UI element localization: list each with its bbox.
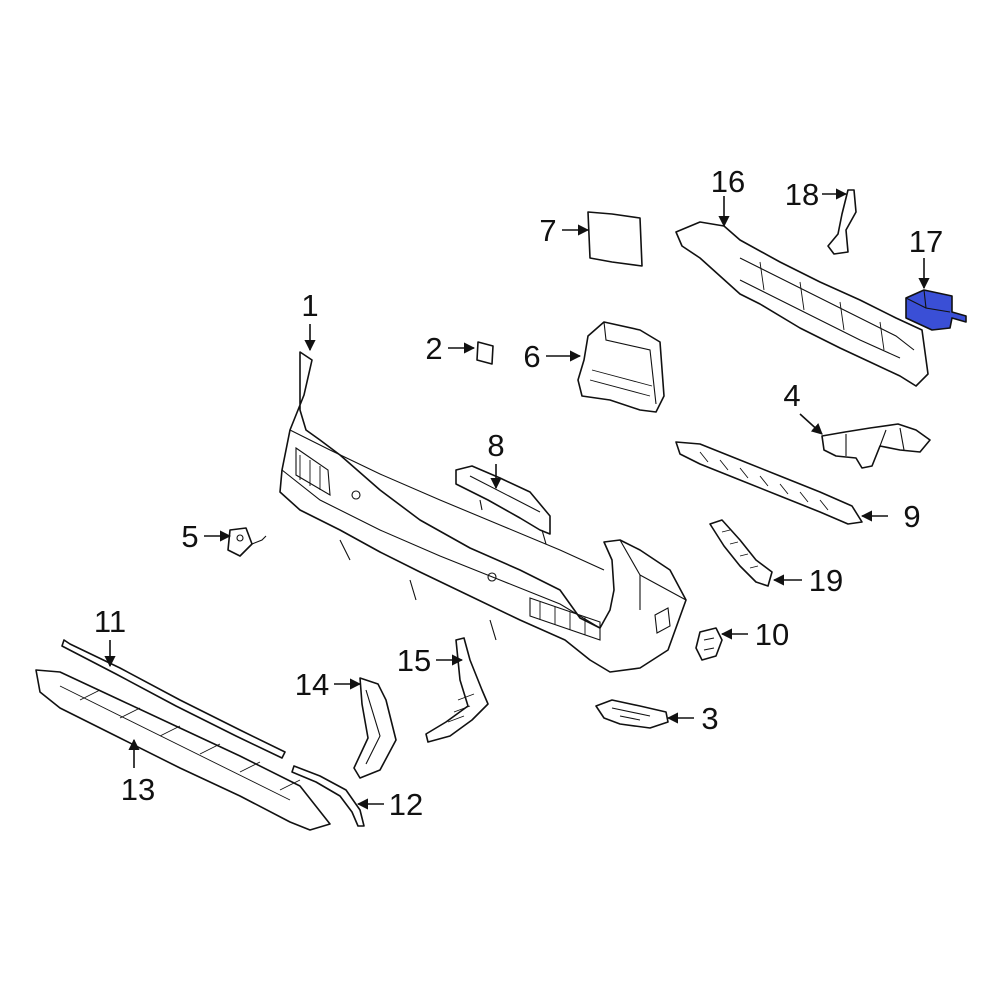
callout-1[interactable]: 1	[301, 288, 319, 352]
callout-15[interactable]: 15	[397, 643, 464, 678]
callout-label: 18	[785, 177, 819, 212]
callout-label: 15	[397, 643, 431, 678]
part-7-trim-panel[interactable]	[587, 211, 643, 267]
part-15-corner-bracket[interactable]	[425, 637, 489, 743]
part-9-mounting-rail[interactable]	[675, 441, 863, 525]
callout-3[interactable]: 3	[666, 701, 719, 736]
part-12-trim-strip[interactable]	[291, 765, 365, 827]
callout-18[interactable]: 18	[785, 177, 848, 212]
callout-label: 4	[783, 378, 800, 413]
callout-label: 1	[301, 288, 318, 323]
callout-8[interactable]: 8	[487, 428, 505, 490]
callout-10[interactable]: 10	[720, 617, 789, 652]
callout-label: 8	[487, 428, 504, 463]
part-6-reflector-housing[interactable]	[577, 321, 665, 413]
part-5-sensor[interactable]	[227, 527, 267, 557]
callout-label: 17	[909, 224, 943, 259]
callout-label: 5	[181, 519, 198, 554]
part-3-bracket[interactable]	[595, 699, 669, 729]
callout-label: 19	[809, 563, 843, 598]
callout-label: 7	[539, 213, 556, 248]
part-14-reflector-trim[interactable]	[353, 677, 397, 779]
callout-13[interactable]: 13	[121, 738, 155, 807]
callout-label: 10	[755, 617, 789, 652]
part-13-diffuser-panel[interactable]	[35, 669, 331, 831]
part-19-retainer[interactable]	[709, 519, 773, 587]
callout-label: 14	[295, 667, 329, 702]
callout-11[interactable]: 11	[94, 604, 126, 668]
callout-label: 2	[425, 331, 442, 366]
callout-19[interactable]: 19	[772, 563, 843, 598]
callout-7[interactable]: 7	[539, 213, 590, 248]
callout-label: 11	[94, 604, 126, 639]
callout-12[interactable]: 12	[356, 787, 423, 822]
part-18-bracket-strap[interactable]	[827, 189, 857, 255]
part-2-cap[interactable]	[476, 341, 494, 365]
callout-4[interactable]: 4	[783, 378, 823, 435]
part-1-bumper-cover[interactable]	[279, 351, 687, 673]
callout-9[interactable]: 9	[860, 499, 921, 534]
callout-16[interactable]: 16	[711, 164, 745, 228]
part-10-clip[interactable]	[695, 627, 723, 661]
callout-label: 13	[121, 772, 155, 807]
callout-17[interactable]: 17	[909, 224, 943, 290]
callout-6[interactable]: 6	[523, 339, 582, 374]
callout-5[interactable]: 5	[181, 519, 232, 554]
callout-2[interactable]: 2	[425, 331, 476, 366]
callout-label: 3	[701, 701, 718, 736]
part-16-reinforcement[interactable]	[675, 221, 929, 387]
callout-label: 6	[523, 339, 540, 374]
callout-label: 16	[711, 164, 745, 199]
part-4-side-bracket[interactable]	[821, 423, 931, 469]
callout-label: 12	[389, 787, 423, 822]
callout-label: 9	[903, 499, 920, 534]
part-17-module[interactable]	[905, 289, 967, 331]
callout-14[interactable]: 14	[295, 667, 362, 702]
part-8-center-bracket[interactable]	[455, 465, 551, 545]
